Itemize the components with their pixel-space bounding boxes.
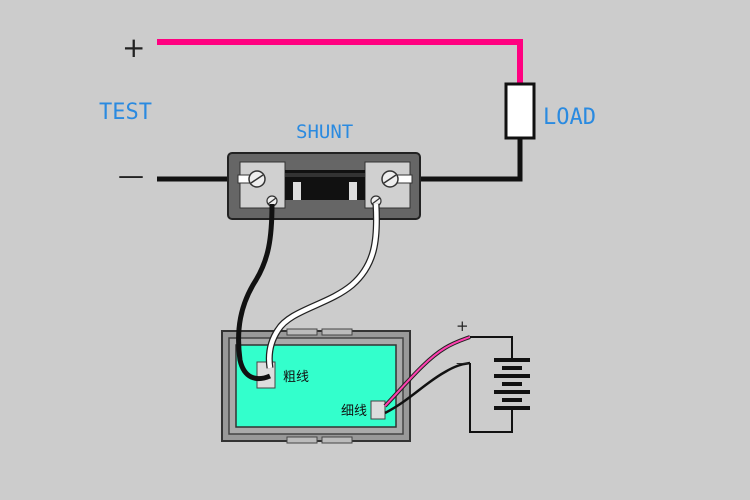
black-sense-wire [236, 203, 275, 382]
load-label: LOAD [543, 105, 596, 130]
thin-wire-label: 细线 [341, 404, 367, 419]
shunt [227, 152, 421, 220]
white-sense-wire [267, 203, 379, 369]
screw-icon [248, 170, 266, 188]
load-return-wire [400, 138, 523, 182]
battery-plus-sign: + [456, 317, 469, 335]
thin-negative-wire [384, 361, 471, 415]
load-resistor [504, 82, 536, 140]
screw-icon [381, 170, 399, 188]
thick-wire-label: 粗线 [283, 370, 309, 385]
battery-minus-sign: — [456, 356, 469, 371]
thin-wire-connector [370, 400, 386, 420]
positive-wire [157, 39, 523, 84]
thin-positive-wire [384, 336, 471, 407]
battery [469, 336, 530, 433]
minus-sign: — [118, 161, 144, 191]
meter: 粗线 细线 [221, 328, 411, 444]
shunt-label: SHUNT [296, 121, 353, 143]
test-label: TEST [99, 100, 152, 125]
plus-sign: + [122, 31, 145, 64]
